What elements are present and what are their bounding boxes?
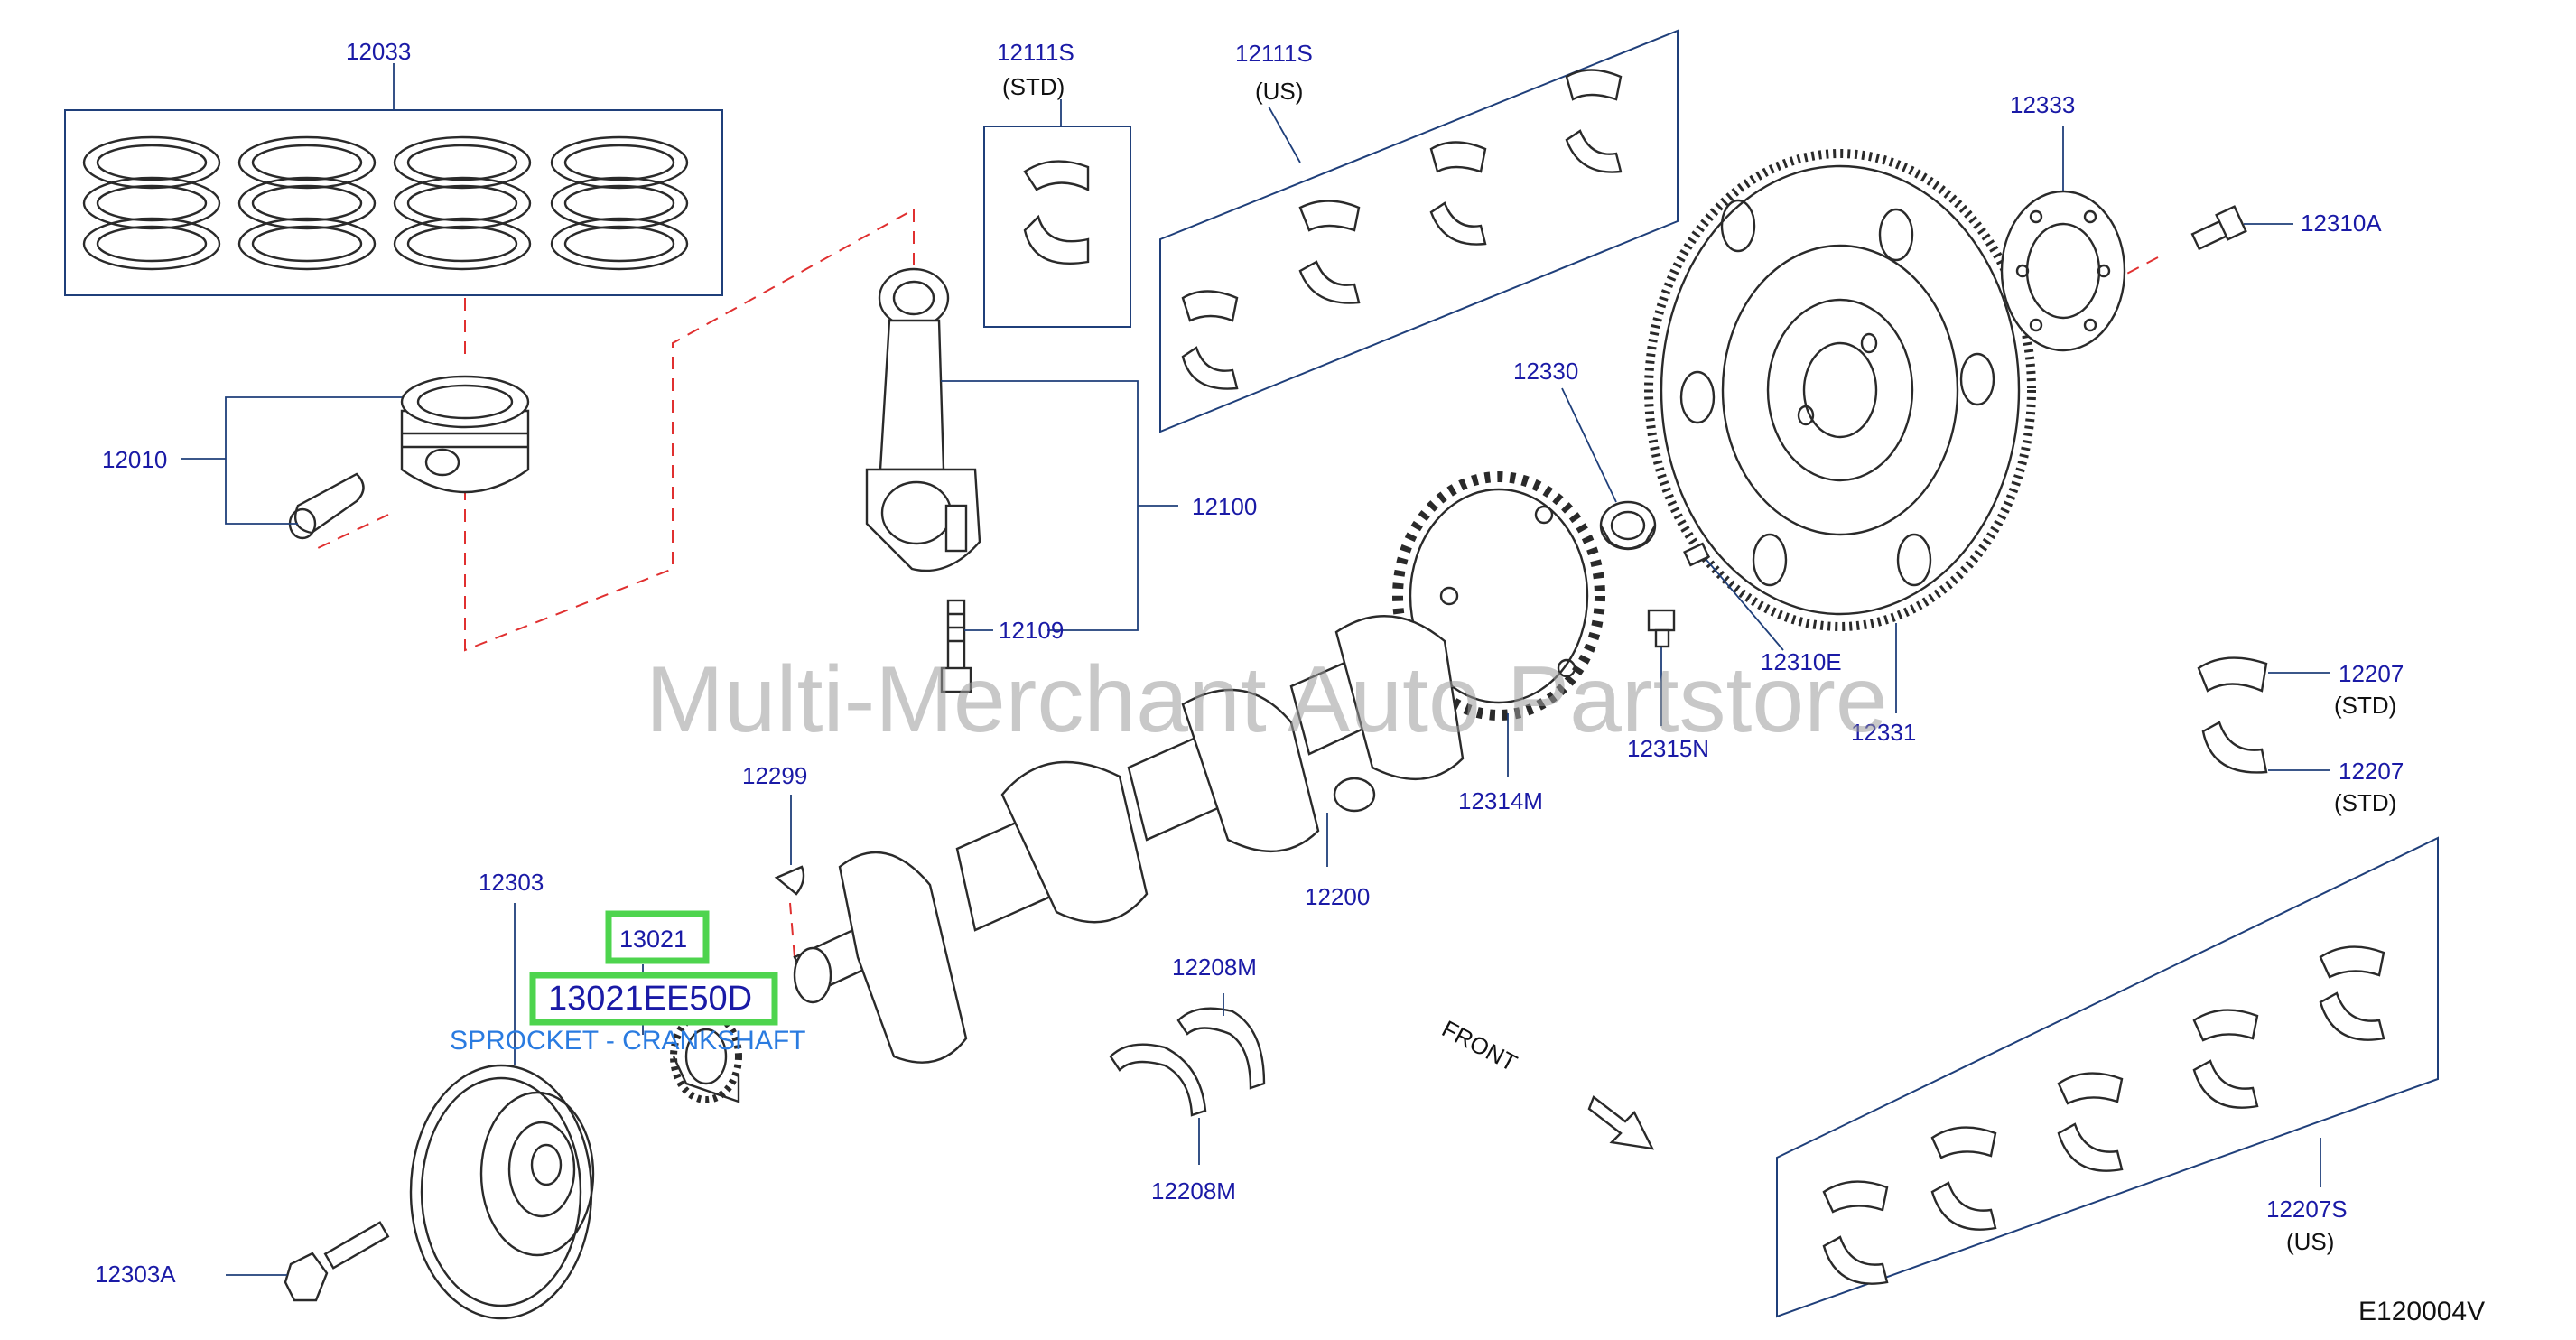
callout-12207s[interactable]: 12207S (2266, 1196, 2348, 1223)
signal-plate[interactable] (1392, 471, 1605, 777)
selected-callout[interactable]: 13021 (619, 926, 687, 953)
reinforcement-plate[interactable] (2000, 126, 2126, 352)
callout-12033[interactable]: 12033 (346, 38, 411, 65)
flexplate-bolt[interactable] (2190, 205, 2293, 251)
callout-12310a[interactable]: 12310A (2301, 209, 2382, 237)
callout-12208m-top[interactable]: 12208M (1172, 954, 1257, 981)
callout-12315n[interactable]: 12315N (1627, 735, 1709, 762)
front-arrow-icon (1587, 1095, 1655, 1150)
callout-12207-a-note: (STD) (2334, 692, 2396, 719)
callout-12207-b[interactable]: 12207 (2339, 758, 2404, 785)
connecting-rod[interactable] (865, 267, 1178, 631)
dowel-pin[interactable] (1683, 542, 1784, 651)
crankshaft[interactable] (793, 615, 1465, 1064)
callout-12207s-note: (US) (2286, 1228, 2334, 1255)
callout-12111s-us-note: (US) (1255, 78, 1303, 105)
rod-bearing-us[interactable] (1159, 29, 1679, 433)
callout-12109[interactable]: 12109 (999, 617, 1064, 644)
selected-part-description: SPROCKET - CRANKSHAFT (450, 1026, 806, 1056)
callout-12111s-us[interactable]: 12111S (1235, 40, 1313, 67)
pilot-bushing[interactable] (1561, 387, 1657, 551)
callout-12207-b-note: (STD) (2334, 789, 2396, 816)
rod-bolt[interactable] (940, 599, 993, 693)
selected-part-number[interactable]: 13021EE50D (548, 980, 752, 1018)
callout-12207-a[interactable]: 12207 (2339, 660, 2404, 687)
flexplate[interactable] (1644, 149, 2036, 713)
main-bearing-std-lower[interactable] (2201, 721, 2330, 774)
callout-12010[interactable]: 12010 (102, 446, 167, 473)
callout-12299[interactable]: 12299 (742, 762, 807, 789)
callout-12303a[interactable]: 12303A (95, 1261, 176, 1288)
callout-12208m-bottom[interactable]: 12208M (1151, 1177, 1236, 1205)
callout-12333[interactable]: 12333 (2010, 91, 2075, 118)
woodruff-key[interactable] (774, 795, 805, 896)
piston-ring-set[interactable] (64, 63, 723, 296)
crank-pulley[interactable] (409, 903, 595, 1320)
callout-12100[interactable]: 12100 (1192, 493, 1257, 520)
front-label: FRONT (1437, 1015, 1521, 1077)
callout-12331[interactable]: 12331 (1851, 719, 1916, 746)
diagram-code: E120004V (2358, 1297, 2485, 1326)
callout-12111s-std[interactable]: 12111S (997, 39, 1074, 66)
pulley-bolt[interactable] (226, 1221, 390, 1302)
main-bearing-std-upper[interactable] (2197, 656, 2330, 693)
callout-12310e[interactable]: 12310E (1761, 648, 1842, 675)
front-indicator: FRONT (1437, 1015, 1655, 1150)
plate-bolt[interactable] (1647, 609, 1676, 726)
callout-12330[interactable]: 12330 (1513, 358, 1578, 385)
callout-12111s-std-note: (STD) (1002, 73, 1065, 100)
main-bearing-us[interactable] (1776, 836, 2439, 1318)
callout-12200[interactable]: 12200 (1305, 883, 1370, 910)
thrust-washers[interactable] (1109, 993, 1266, 1165)
watermark: Multi-Merchant Auto Partstore (646, 647, 1888, 752)
piston[interactable] (181, 375, 530, 540)
selected-part[interactable]: 13021 13021EE50D SPROCKET - CRANKSHAFT (450, 910, 806, 1056)
callout-12303[interactable]: 12303 (479, 869, 544, 896)
callout-12314m[interactable]: 12314M (1458, 787, 1543, 814)
rod-bearing-std[interactable] (983, 99, 1131, 328)
